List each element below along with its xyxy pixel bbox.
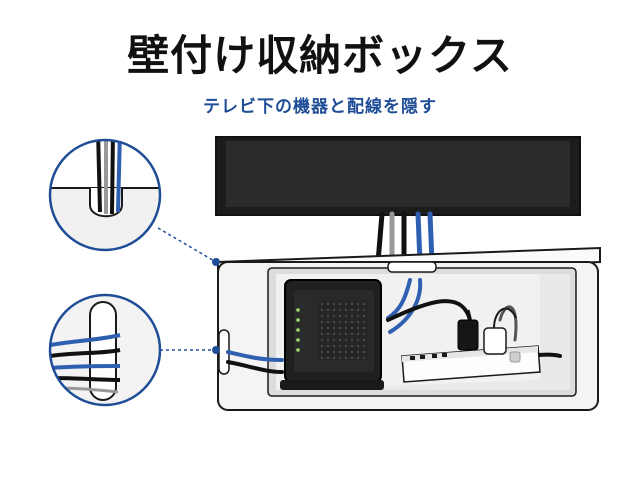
router-vent-dot <box>344 302 348 306</box>
router-vent-dot <box>344 344 348 348</box>
storage-box <box>217 246 601 411</box>
router-vent-dot <box>326 332 330 336</box>
router-vent-dot <box>332 320 336 324</box>
page-title: 壁付け収納ボックス <box>127 31 513 80</box>
tv-monitor-icon <box>215 136 581 216</box>
router-vent-dot <box>332 356 336 360</box>
router-vent-dot <box>338 350 342 354</box>
router-vent-dot <box>362 326 366 330</box>
callout-top-notch <box>48 138 162 252</box>
router-vent-dot <box>326 326 330 330</box>
router-vent-dot <box>356 356 360 360</box>
router-vent-dot <box>338 326 342 330</box>
router-vent-dot <box>338 332 342 336</box>
router-vent-dot <box>356 344 360 348</box>
router-vent-dot <box>344 332 348 336</box>
plug-icon <box>483 307 517 355</box>
router-vent-dot <box>356 332 360 336</box>
router-vent-dot <box>362 320 366 324</box>
router-vent-dot <box>332 326 336 330</box>
router-vent-dot <box>362 344 366 348</box>
router-vent-dot <box>356 314 360 318</box>
router-vent-dot <box>332 344 336 348</box>
router-vent-dot <box>338 356 342 360</box>
router-vent-dot <box>356 308 360 312</box>
router-vent-dot <box>344 356 348 360</box>
router-vent-dot <box>350 302 354 306</box>
router-vent-dot <box>350 308 354 312</box>
router-vent-dot <box>362 338 366 342</box>
router-vent-dot <box>338 308 342 312</box>
router-vent-dot <box>326 350 330 354</box>
router-vent-dot <box>350 314 354 318</box>
router-vent-dot <box>350 356 354 360</box>
router-vent-dot <box>362 332 366 336</box>
router-vent-dot <box>362 350 366 354</box>
callout-side-slot <box>48 293 162 407</box>
router-vent-dot <box>326 314 330 318</box>
router-vent-dot <box>338 320 342 324</box>
router-vent-dot <box>320 314 324 318</box>
router-vent-dot <box>362 302 366 306</box>
router-vent-dot <box>332 338 336 342</box>
router-vent-dot <box>326 302 330 306</box>
router-vent-dot <box>350 326 354 330</box>
router-vent-dot <box>344 314 348 318</box>
router-vent-dot <box>332 314 336 318</box>
router-vent-dot <box>338 314 342 318</box>
router-vent-dot <box>320 308 324 312</box>
router-vent-dot <box>320 332 324 336</box>
router-vent-dot <box>332 332 336 336</box>
router-vent-dot <box>320 344 324 348</box>
callout-dot-top <box>212 258 220 266</box>
router-vent-dot <box>320 302 324 306</box>
router-vent-dot <box>356 320 360 324</box>
page-subtitle: テレビ下の機器と配線を隠す <box>203 97 437 117</box>
router-vent-dot <box>344 338 348 342</box>
router-vent-dot <box>320 326 324 330</box>
router-vent-dot <box>344 320 348 324</box>
router-vent-dot <box>350 320 354 324</box>
router-vent-dot <box>350 344 354 348</box>
router-vent-dot <box>338 338 342 342</box>
router-vent-dot <box>356 302 360 306</box>
router-vent-dot <box>350 332 354 336</box>
router-vent-dot <box>356 326 360 330</box>
router-vent-dot <box>356 338 360 342</box>
router-vent-dot <box>332 350 336 354</box>
router-vent-dot <box>356 350 360 354</box>
router-vent-dot <box>320 338 324 342</box>
router-vent-dot <box>326 344 330 348</box>
router-icon <box>280 279 384 390</box>
router-vent-dot <box>344 350 348 354</box>
router-vent-dot <box>326 320 330 324</box>
router-vent-dot <box>350 350 354 354</box>
plug-icon <box>457 309 479 351</box>
router-vent-dot <box>320 320 324 324</box>
router-vent-dot <box>326 356 330 360</box>
router-vent-dot <box>326 308 330 312</box>
callout-dot-side <box>212 346 220 354</box>
router-vent-dot <box>338 344 342 348</box>
router-vent-dot <box>320 356 324 360</box>
router-vent-dot <box>332 302 336 306</box>
router-vent-dot <box>344 308 348 312</box>
router-vent-dot <box>338 302 342 306</box>
router-vent-dot <box>350 338 354 342</box>
router-vent-dot <box>362 308 366 312</box>
router-vent-dot <box>344 326 348 330</box>
callout-leaders <box>157 227 217 351</box>
router-vent-dot <box>320 350 324 354</box>
router-vent-dot <box>326 338 330 342</box>
router-vent-dot <box>362 314 366 318</box>
router-vent-dot <box>332 308 336 312</box>
router-vent-dot <box>362 356 366 360</box>
